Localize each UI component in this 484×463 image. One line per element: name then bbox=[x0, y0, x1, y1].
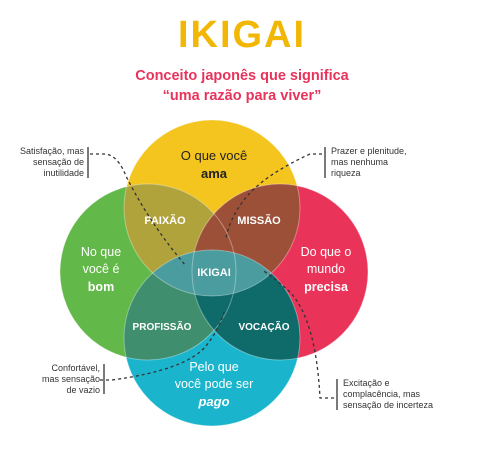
world-label-line1: Do que o bbox=[301, 245, 352, 259]
world-label-emphasis: precisa bbox=[304, 280, 349, 294]
annotation-line: mas nenhuma bbox=[331, 157, 389, 167]
vocacao-label: VOCAÇÃO bbox=[238, 320, 289, 333]
paid-label-line2: você pode ser bbox=[175, 377, 254, 391]
profissao-label: PROFISSÃO bbox=[133, 320, 192, 333]
annotation-line: inutilidade bbox=[43, 168, 84, 178]
ikigai-center-label: IKIGAI bbox=[197, 267, 231, 279]
paixao-label: PAIXÃO bbox=[144, 214, 186, 227]
annotation-confortavel: Confortável, mas sensação de vazio bbox=[20, 363, 100, 396]
leader-top-right bbox=[225, 153, 322, 239]
annotation-line: sensação de incerteza bbox=[343, 400, 434, 410]
annotation-line: Confortável, bbox=[51, 363, 100, 373]
annotation-line: Excitação e bbox=[343, 378, 390, 388]
leader-bottom-right bbox=[261, 269, 334, 399]
subtitle-line-2: “uma razão para viver” bbox=[162, 88, 322, 104]
good-label-line2: você é bbox=[83, 262, 120, 276]
annotation-line: sensação de bbox=[32, 157, 84, 167]
annotation-line: complacência, mas bbox=[343, 389, 421, 399]
annotation-line: de vazio bbox=[66, 385, 100, 395]
paid-label-line1: Pelo que bbox=[189, 360, 238, 374]
paid-label-emphasis: pago bbox=[197, 394, 229, 409]
subtitle-line-1: Conceito japonês que significa bbox=[135, 68, 349, 84]
annotation-satisfacao: Satisfação, mas sensação de inutilidade bbox=[4, 146, 84, 179]
good-label-emphasis: bom bbox=[88, 280, 114, 294]
page-title: IKIGAI bbox=[177, 14, 307, 56]
world-label-line2: mundo bbox=[307, 262, 345, 276]
annotation-prazer: Prazer e plenitude, mas nenhuma riqueza bbox=[331, 146, 441, 179]
overlap-center bbox=[124, 250, 300, 296]
annotation-line: Satisfação, mas bbox=[19, 146, 84, 156]
love-label-line1: O que você bbox=[181, 148, 248, 163]
annotation-line: riqueza bbox=[331, 168, 361, 178]
love-label-emphasis: ama bbox=[201, 166, 228, 181]
annotation-excitacao: Excitação e complacência, mas sensação d… bbox=[343, 378, 463, 411]
annotation-line: Prazer e plenitude, bbox=[331, 146, 407, 156]
annotation-line: mas sensação bbox=[41, 374, 100, 384]
good-label-line1: No que bbox=[81, 245, 121, 259]
missao-label: MISSÃO bbox=[237, 214, 281, 227]
leader-bottom-left bbox=[100, 311, 225, 381]
